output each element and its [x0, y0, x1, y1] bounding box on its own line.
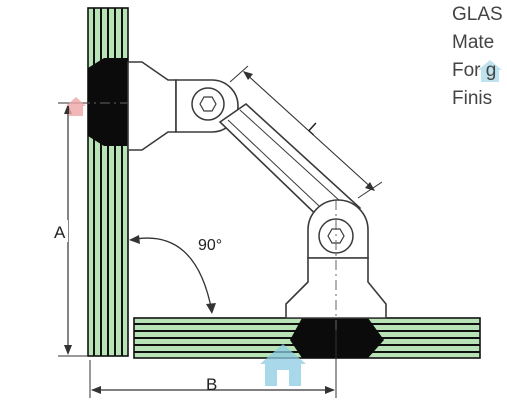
angle-label: 90° [198, 237, 222, 254]
dimension-l [229, 65, 383, 199]
dimension-l-label: L [304, 120, 322, 139]
upper-fitting-base [127, 61, 177, 151]
side-text-line-1: GLAS [452, 4, 503, 25]
side-text-line-3: For g [452, 60, 497, 81]
house-watermark-icon-small [66, 97, 86, 116]
side-text-line-4: Finis [452, 88, 493, 109]
house-watermark-icon [260, 344, 306, 386]
vertical-gasket [88, 58, 128, 146]
connecting-arm [218, 102, 362, 230]
dimension-b [89, 330, 337, 398]
house-watermark-icon-side [478, 60, 502, 82]
dimension-a-label: A [54, 223, 66, 242]
angle-indicator [129, 235, 216, 314]
upper-knuckle [175, 79, 239, 133]
dimension-b-label: B [206, 375, 217, 394]
side-text-line-2: Mate [452, 32, 495, 53]
horizontal-gasket [290, 318, 384, 358]
lower-knuckle [307, 199, 369, 259]
